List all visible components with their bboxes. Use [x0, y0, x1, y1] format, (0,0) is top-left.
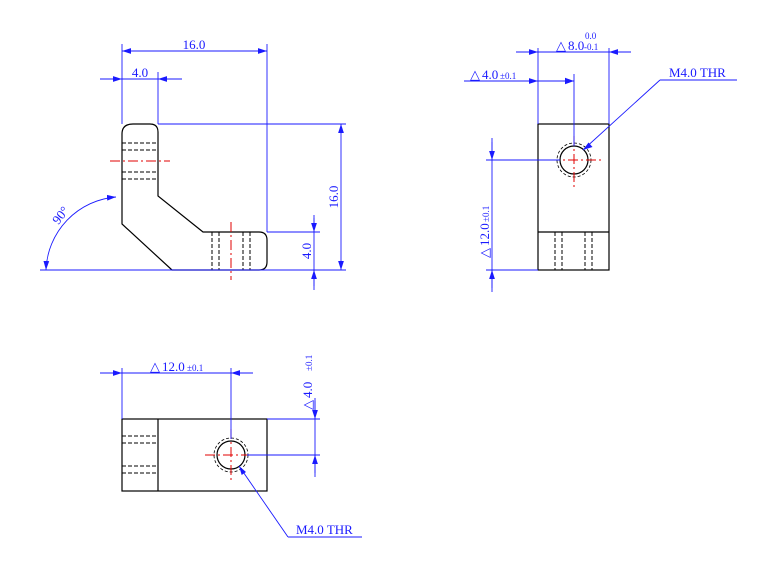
bottom-view: △ 12.0 ±0.1 △ 4.0 ±0.1 M4.0 THR	[100, 355, 362, 538]
side-outline	[537, 123, 610, 271]
dim-hole-v-label: 4.0	[300, 382, 315, 398]
dim-flange-label: 4.0	[132, 65, 148, 80]
dim-hole-v-symbol: △	[300, 400, 315, 410]
dim-width-label: 16.0	[183, 37, 206, 52]
dim-hole-offset-symbol: △	[470, 67, 480, 82]
bottom-hole-callout: M4.0 THR	[296, 522, 353, 537]
dim-hole-pos-tol: ±0.1	[187, 363, 203, 373]
dim-side-width-label: 8.0	[568, 38, 584, 53]
dim-thickness-label: 4.0	[299, 243, 314, 259]
dim-hole-offset-label: 4.0	[482, 67, 498, 82]
dim-hole-pos-symbol: △	[150, 359, 160, 374]
dim-side-width-tol-upper: 0.0	[585, 31, 597, 41]
dim-side-width-tol-lower: -0.1	[584, 42, 598, 52]
dim-side-width-symbol: △	[556, 38, 566, 53]
dim-angle-label: 90°	[49, 203, 72, 227]
dim-hole-v-tol: ±0.1	[304, 355, 314, 371]
dim-side-height-symbol: △	[477, 248, 492, 258]
dim-height-label: 16.0	[326, 186, 341, 209]
dim-side-height-tol: ±0.1	[481, 206, 491, 222]
front-outline	[121, 123, 268, 271]
dim-angle-arc	[43, 194, 117, 271]
dim-side-height-label: 12.0	[477, 223, 492, 246]
leader-line	[238, 465, 289, 538]
leader-line	[582, 79, 661, 151]
dim-hole-offset-tol: ±0.1	[500, 71, 516, 81]
dim-hole-pos-label: 12.0	[162, 359, 185, 374]
front-view: 16.0 4.0 16.0 4.0 90°	[40, 37, 346, 290]
side-hole-callout: M4.0 THR	[669, 65, 726, 80]
side-view: △ 8.0 0.0 -0.1 △ 4.0 ±0.1 △ 12.0 ±0.1 M4…	[464, 31, 737, 292]
